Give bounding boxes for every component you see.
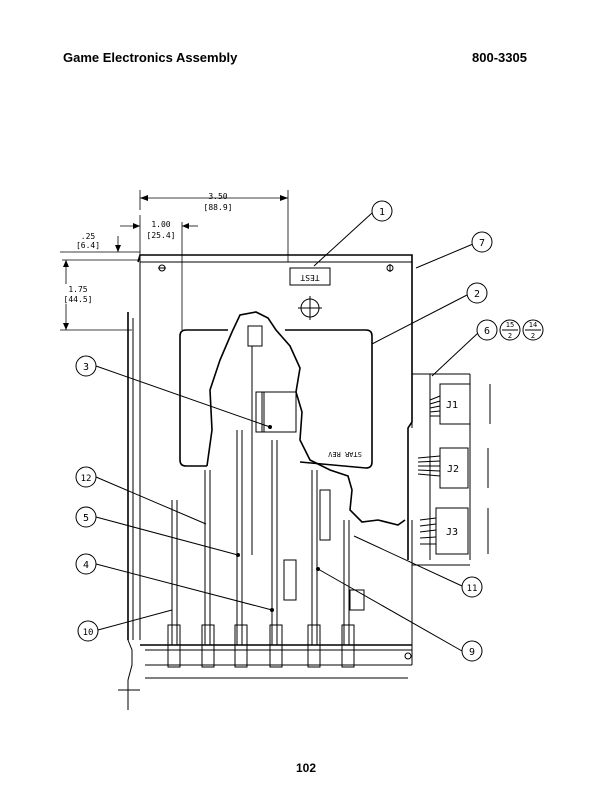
dimension-height: 1.75 [44.5] xyxy=(56,260,132,331)
callout-11-number: 11 xyxy=(467,584,478,594)
connector-j1-label: J1 xyxy=(446,400,458,411)
callout-2-number: 2 xyxy=(474,289,480,300)
document-number: 800-3305 xyxy=(472,50,527,65)
callout-6-fraction2-den: 2 xyxy=(531,332,535,340)
dimension-offset: 1.00 [25.4] xyxy=(120,215,198,330)
callout-3: 3 xyxy=(75,355,272,429)
dimension-width: 3.50 [88.9] xyxy=(139,190,289,262)
small-mm-label: [6.4] xyxy=(76,241,100,250)
width-mm-label: [88.9] xyxy=(204,203,233,212)
connector-j2-label: J2 xyxy=(447,464,459,475)
callout-6-fraction1-num: 15 xyxy=(506,321,514,329)
connector-j3-label: J3 xyxy=(446,527,458,538)
page-title: Game Electronics Assembly xyxy=(63,50,238,65)
offset-mm-label: [25.4] xyxy=(147,231,176,240)
connector-panel xyxy=(411,373,491,566)
callout-7: 7 xyxy=(415,231,493,269)
dimension-small: .25 [6.4] xyxy=(60,232,140,261)
callout-6-fraction1-den: 2 xyxy=(508,332,512,340)
callout-1: 1 xyxy=(313,200,393,267)
callout-6-fraction2-num: 14 xyxy=(529,321,537,329)
callout-5-number: 5 xyxy=(83,513,89,524)
callout-9: 9 xyxy=(316,567,483,662)
callout-10-number: 10 xyxy=(83,628,94,638)
callout-7-number: 7 xyxy=(479,238,485,249)
callout-12: 12 xyxy=(75,466,207,525)
callout-1-number: 1 xyxy=(379,207,385,218)
callout-4-number: 4 xyxy=(83,560,89,571)
offset-in-label: 1.00 xyxy=(151,220,170,229)
test-label: TEST xyxy=(300,273,319,282)
callout-4: 4 xyxy=(75,553,274,612)
callout-6-number: 6 xyxy=(484,326,490,337)
callout-11: 11 xyxy=(353,535,483,598)
height-in-label: 1.75 xyxy=(68,285,87,294)
pcb-board: STAR REV xyxy=(179,311,406,555)
height-mm-label: [44.5] xyxy=(64,295,93,304)
page-number: 102 xyxy=(295,761,317,775)
test-switch: TEST xyxy=(289,267,331,320)
callout-3-number: 3 xyxy=(83,362,89,373)
callout-9-number: 9 xyxy=(469,647,475,658)
small-in-label: .25 xyxy=(81,232,96,241)
card-guides xyxy=(167,430,365,668)
width-in-label: 3.50 xyxy=(208,192,227,201)
star-rev-label: STAR REV xyxy=(327,450,362,458)
callout-2: 2 xyxy=(371,282,488,345)
chassis xyxy=(118,254,413,710)
callout-10: 10 xyxy=(77,609,173,642)
callout-12-number: 12 xyxy=(81,474,92,484)
callout-6: 6 15 2 14 2 xyxy=(431,319,544,377)
callout-5: 5 xyxy=(75,506,240,557)
